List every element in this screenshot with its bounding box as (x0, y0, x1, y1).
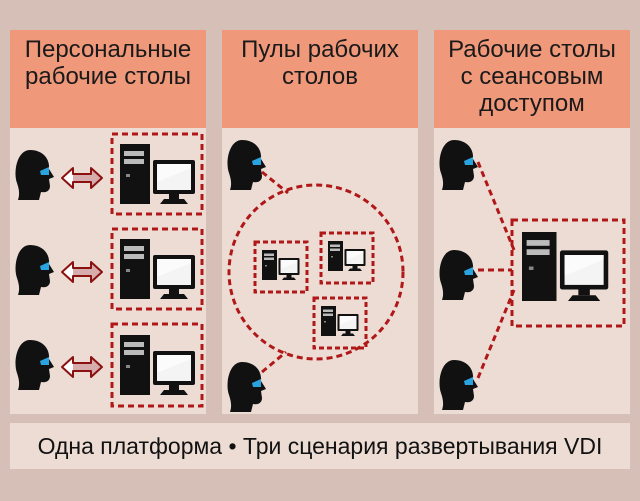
user-head-icon (439, 140, 478, 190)
dashed-frame (253, 240, 309, 294)
personal-row-3 (15, 322, 204, 408)
dashed-connector (261, 350, 287, 374)
dashed-connector (476, 161, 516, 251)
personal-row-2 (15, 227, 204, 311)
computer-icon (120, 335, 195, 395)
column-personal-title: Персональные рабочие столы (10, 30, 206, 128)
pool-circle (227, 183, 405, 361)
pool-group (227, 140, 405, 412)
computer-icon (262, 250, 300, 280)
user-head-icon (15, 150, 54, 200)
dashed-frame (110, 132, 204, 216)
dashed-frame (110, 322, 204, 408)
user-head-icon (15, 340, 54, 390)
computer-icon (120, 144, 195, 204)
user-head-icon (439, 250, 478, 300)
dashed-frame (510, 218, 626, 328)
double-arrow-icon (61, 261, 103, 283)
double-arrow-icon (61, 167, 103, 189)
dashed-connector (476, 289, 516, 379)
footer-caption: Одна платформа • Три сценария развертыва… (10, 423, 630, 469)
dashed-connector (261, 170, 289, 195)
user-head-icon (15, 245, 54, 295)
column-session-title: Рабочие столы с сеансовым доступом (434, 30, 630, 128)
user-head-icon (439, 360, 478, 410)
personal-row-1 (15, 132, 204, 216)
session-group (439, 140, 626, 410)
dashed-frame (312, 296, 368, 350)
double-arrow-icon (61, 356, 103, 378)
dashed-frame (110, 227, 204, 311)
computer-icon (120, 239, 195, 299)
computer-icon (522, 232, 609, 301)
computer-icon (328, 241, 366, 271)
dashed-frame (319, 231, 375, 285)
user-head-icon (227, 140, 266, 190)
column-pools-title: Пулы рабочих столов (222, 30, 418, 128)
computer-icon (321, 306, 359, 336)
user-head-icon (227, 362, 266, 412)
